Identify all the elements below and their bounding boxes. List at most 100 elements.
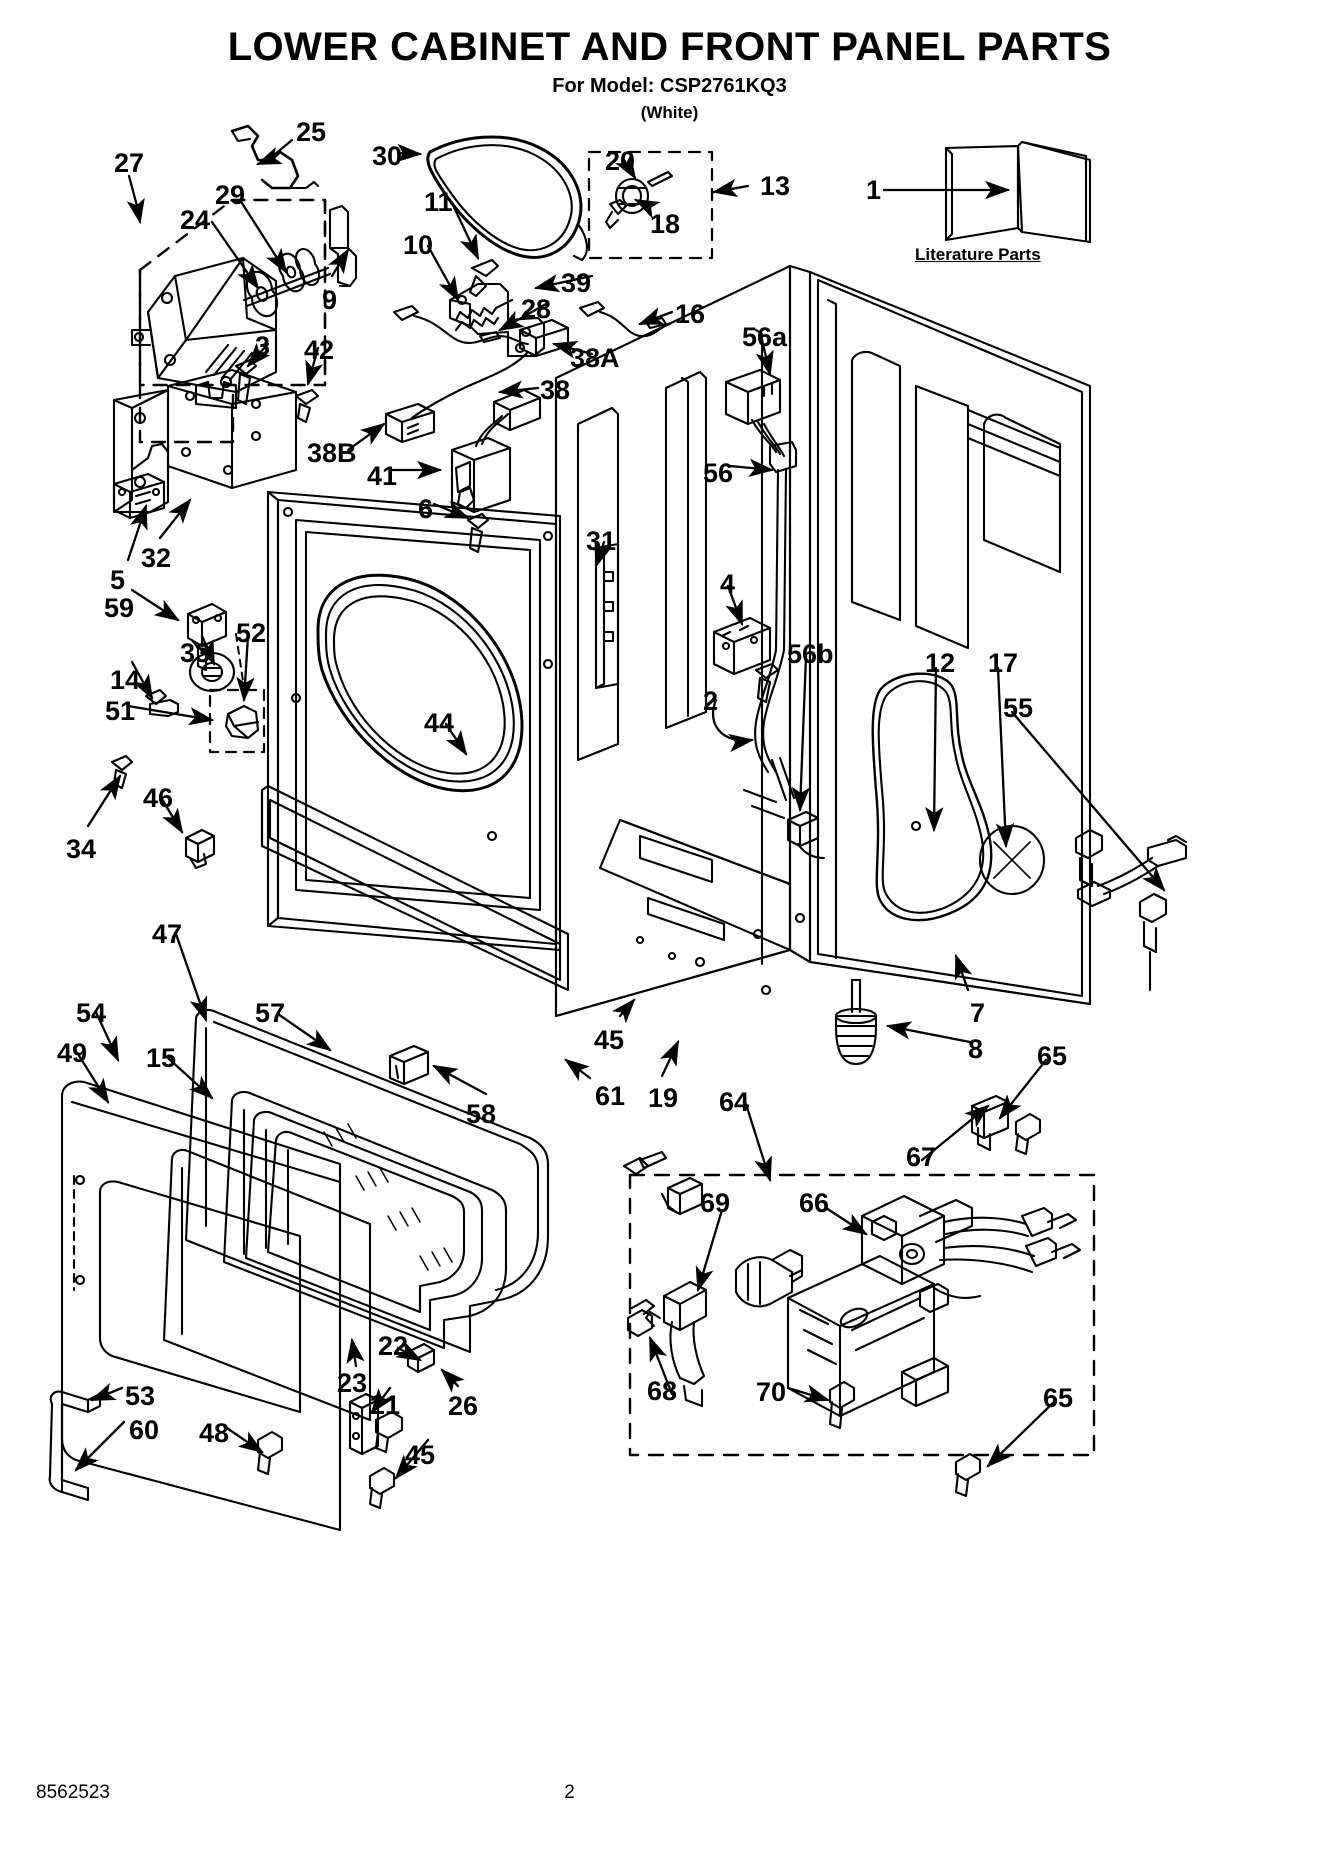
callout-60: 60: [129, 1415, 160, 1445]
callout-39: 39: [561, 268, 592, 298]
callout-49: 49: [57, 1038, 88, 1068]
motor-mount-bracket: [112, 358, 320, 514]
callout-44: 44: [424, 708, 455, 738]
callout-22: 22: [378, 1331, 409, 1361]
door-switch-41: [450, 388, 542, 514]
callout-34: 34: [66, 834, 97, 864]
callout-29: 29: [215, 180, 246, 210]
callout-68: 68: [647, 1376, 678, 1406]
callout-17: 17: [988, 648, 1019, 678]
clip-19: [660, 1176, 704, 1216]
callout-41: 41: [367, 461, 398, 491]
callout-69: 69: [700, 1188, 731, 1218]
callout-67: 67: [906, 1142, 937, 1172]
callout-30: 30: [372, 141, 403, 171]
terminal-block-4: [712, 616, 780, 704]
callout-51: 51: [105, 696, 136, 726]
callout-5: 5: [110, 565, 126, 595]
callout-2: 2: [703, 686, 719, 716]
callout-21: 21: [370, 1390, 401, 1420]
callout-28: 28: [521, 294, 552, 324]
screw-14: [144, 688, 180, 718]
callout-52: 52: [236, 618, 267, 648]
front-panel: [260, 490, 570, 992]
callout-6: 6: [418, 494, 434, 524]
idler-pulley-group-13: [587, 150, 714, 260]
callout-10: 10: [403, 230, 434, 260]
callout-12: 12: [925, 648, 956, 678]
callout-3: 3: [255, 331, 271, 361]
callout-27: 27: [114, 148, 145, 178]
callout-42: 42: [304, 335, 335, 365]
callout-32: 32: [141, 543, 172, 573]
dashed-leaders: [235, 633, 245, 689]
callout-1: 1: [866, 175, 882, 205]
callout-8: 8: [968, 1034, 984, 1064]
callout-25: 25: [296, 117, 327, 147]
bracket-31: [594, 542, 620, 690]
gas-valve-group-64: [626, 1173, 1096, 1457]
footer-page-number: 2: [564, 1782, 575, 1803]
callout-46: 46: [143, 783, 174, 813]
page-title: LOWER CABINET AND FRONT PANEL PARTS: [227, 25, 1112, 69]
callout-38: 38: [540, 375, 571, 405]
callout-56: 56: [703, 458, 734, 488]
wire-harness-28: [392, 304, 530, 346]
callout-33: 33: [180, 638, 211, 668]
callout-56a: 56a: [742, 322, 788, 352]
callout-57: 57: [255, 998, 286, 1028]
callout-59: 59: [104, 593, 135, 623]
color-variant: (White): [640, 103, 699, 122]
callout-19: 19: [648, 1083, 679, 1113]
bracket-67: [970, 1094, 1042, 1156]
callout-24: 24: [180, 205, 211, 235]
clip-52-group: [208, 688, 266, 754]
callout-18: 18: [650, 209, 681, 239]
callout-9: 9: [322, 285, 338, 315]
callout-31: 31: [586, 526, 617, 556]
callout-45: 45: [405, 1440, 436, 1470]
callout-61: 61: [595, 1081, 626, 1111]
callout-11: 11: [424, 187, 453, 217]
callout-38A: 38A: [570, 343, 620, 373]
callout-58: 58: [466, 1099, 497, 1129]
callout-20: 20: [605, 146, 636, 176]
callout-14: 14: [110, 665, 141, 695]
ground-strap-17: [1074, 828, 1188, 992]
wire-harness-16: [578, 300, 672, 338]
callout-7: 7: [970, 998, 986, 1028]
callout-70: 70: [756, 1377, 787, 1407]
page-header: LOWER CABINET AND FRONT PANEL PARTS For …: [0, 26, 1339, 123]
callout-4: 4: [720, 569, 736, 599]
screw-45-upper: [622, 1150, 668, 1176]
screw-6: [466, 512, 490, 554]
callout-53: 53: [125, 1381, 156, 1411]
callout-15: 15: [146, 1043, 177, 1073]
callout-48: 48: [199, 1418, 230, 1448]
leader-lines: [74, 138, 1166, 1480]
callout-65: 65: [1043, 1383, 1074, 1413]
callout-65: 65: [1037, 1041, 1068, 1071]
callout-64: 64: [719, 1087, 750, 1117]
cabinet-body: [554, 264, 1092, 1018]
callout-55: 55: [1003, 693, 1034, 723]
model-line: For Model: CSP2761KQ3: [552, 75, 787, 97]
leveling-leg-8: [834, 978, 878, 1066]
callout-23: 23: [337, 1368, 368, 1398]
wire-harness-38: [384, 318, 570, 444]
callout-47: 47: [152, 919, 183, 949]
screw-65-lower: [954, 1452, 982, 1498]
callout-13: 13: [760, 171, 791, 201]
callout-54: 54: [76, 998, 107, 1028]
callout-38B: 38B: [307, 438, 357, 468]
callout-16: 16: [675, 299, 706, 329]
literature-parts-label: Literature Parts: [915, 245, 1041, 264]
callout-26: 26: [448, 1391, 479, 1421]
clip-46: [184, 828, 216, 870]
callout-45: 45: [594, 1025, 625, 1055]
drive-belt-30: [426, 135, 588, 262]
callout-56b: 56b: [787, 639, 834, 669]
wire-harness-56: [724, 368, 798, 774]
